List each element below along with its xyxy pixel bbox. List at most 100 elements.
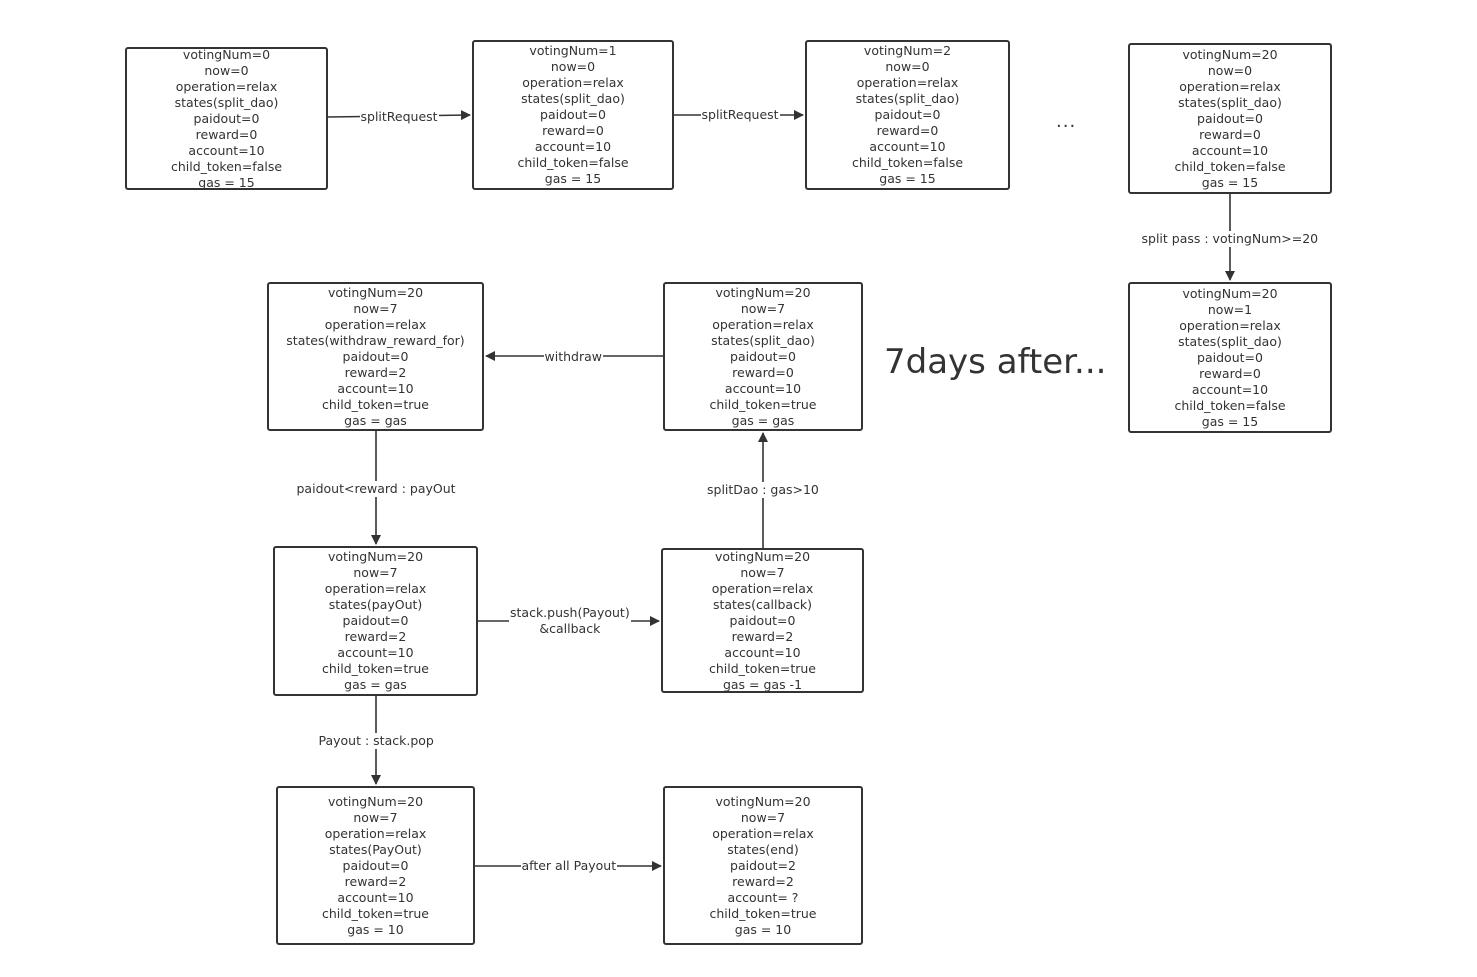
state-field: now=1: [1207, 301, 1253, 317]
state-field: paidout=0: [342, 613, 409, 628]
state-field: paidout=0: [1197, 349, 1263, 365]
state-field: now=7: [740, 564, 785, 580]
state-field: now=7: [353, 300, 398, 316]
state-field: reward=2: [732, 873, 794, 889]
state-field: votingNum=20: [327, 793, 424, 809]
state-field: reward=0: [732, 364, 794, 380]
state-field: account=10: [534, 139, 612, 154]
edge-label-line: split pass : votingNum>=20: [1141, 231, 1319, 246]
state-field: votingNum=20: [327, 284, 424, 300]
edge-label-n9-n6: splitDao : gas>10: [706, 482, 820, 498]
state-field: child_token=true: [709, 396, 817, 412]
state-field: child_token=false: [1174, 397, 1286, 413]
state-field: reward=0: [1199, 365, 1261, 381]
edge-label-line: paidout<reward : payOut: [296, 481, 456, 496]
edge-label-line: Payout : stack.pop: [318, 733, 434, 748]
ellipsis-text: ...: [1056, 111, 1077, 132]
state-field: account=10: [1191, 381, 1269, 397]
state-field: operation=relax: [856, 75, 959, 90]
state-field: votingNum=20: [327, 549, 424, 564]
state-field: now=7: [353, 809, 398, 825]
state-field: paidout=0: [874, 107, 941, 122]
state-field: operation=relax: [522, 75, 624, 90]
state-field: reward=2: [344, 873, 407, 889]
state-field: reward=0: [1199, 126, 1261, 142]
state-field: votingNum=2: [863, 43, 952, 58]
edge-label-line: after all Payout: [521, 858, 617, 873]
state-field: states(withdraw_reward_for): [286, 332, 465, 348]
state-field: account=10: [1191, 142, 1269, 158]
state-field: paidout=2: [730, 857, 796, 873]
state-field: paidout=0: [1197, 110, 1263, 126]
state-field: operation=relax: [711, 580, 814, 596]
state-field: account=10: [869, 139, 946, 154]
state-field: now=7: [353, 565, 398, 580]
state-field: states(PayOut): [329, 841, 422, 857]
edge-label-line: splitDao : gas>10: [707, 482, 819, 497]
state-field: states(callback): [712, 596, 813, 612]
state-field: gas = 15: [544, 171, 602, 186]
state-field: child_token=false: [170, 158, 283, 174]
state-field: now=0: [204, 62, 249, 78]
edge-label-line: splitRequest: [360, 109, 438, 124]
state-field: votingNum=20: [714, 548, 811, 564]
state-field: states(split_dao): [855, 91, 960, 106]
state-field: operation=relax: [1179, 78, 1281, 94]
state-field: paidout=0: [730, 348, 796, 364]
state-field: child_token=true: [321, 905, 429, 921]
state-field: votingNum=20: [715, 793, 811, 809]
state-field: votingNum=1: [529, 43, 617, 58]
state-field: gas = 10: [734, 921, 792, 937]
state-field: paidout=0: [729, 612, 796, 628]
state-field: operation=relax: [324, 316, 427, 332]
state-field: now=0: [550, 59, 596, 74]
state-field: states(split_dao): [1178, 94, 1282, 110]
state-field: states(payOut): [328, 597, 423, 612]
state-field: operation=relax: [712, 825, 814, 841]
state-field: gas = 15: [879, 171, 936, 186]
edge-label-n1-n2: splitRequest: [359, 109, 439, 125]
state-field: gas = 15: [198, 174, 255, 190]
edge-label-n2-n3: splitRequest: [700, 107, 780, 123]
state-field: votingNum=20: [1182, 46, 1278, 62]
edge-label-line: &callback: [539, 621, 601, 636]
edge-label-line: splitRequest: [701, 107, 779, 122]
state-field: child_token=false: [1174, 158, 1286, 174]
state-field: child_token=true: [709, 905, 817, 921]
state-field: reward=0: [195, 126, 258, 142]
state-field: operation=relax: [324, 825, 427, 841]
edge-label-line: withdraw: [544, 349, 602, 364]
state-field: account=10: [337, 380, 414, 396]
state-field: gas = gas -1: [722, 676, 803, 692]
state-field: states(split_dao): [521, 91, 625, 106]
state-field: operation=relax: [1179, 317, 1281, 333]
state-field: gas = 10: [347, 921, 404, 937]
state-field: paidout=0: [540, 107, 606, 122]
state-field: gas = gas: [344, 677, 407, 692]
state-field: child_token=true: [321, 661, 429, 676]
time-skip-annotation: 7days after...: [884, 342, 1107, 382]
edge-label-line: stack.push(Payout): [510, 605, 630, 620]
state-field: gas = 15: [1201, 413, 1259, 429]
state-field: states(split_dao): [174, 94, 279, 110]
edge-label-n7-n8: paidout<reward : payOut: [295, 481, 457, 497]
state-field: account=10: [337, 645, 414, 660]
state-field: child_token=false: [851, 155, 964, 170]
state-field: reward=2: [344, 364, 407, 380]
state-field: child_token=false: [517, 155, 629, 170]
state-field: gas = 15: [1201, 174, 1259, 190]
state-field: reward=2: [731, 628, 794, 644]
edge-label-n8-n10: Payout : stack.pop: [317, 733, 435, 749]
edge-label-n6-n7: withdraw: [543, 349, 603, 365]
edge-label-n8-n9: stack.push(Payout)&callback: [509, 605, 631, 637]
